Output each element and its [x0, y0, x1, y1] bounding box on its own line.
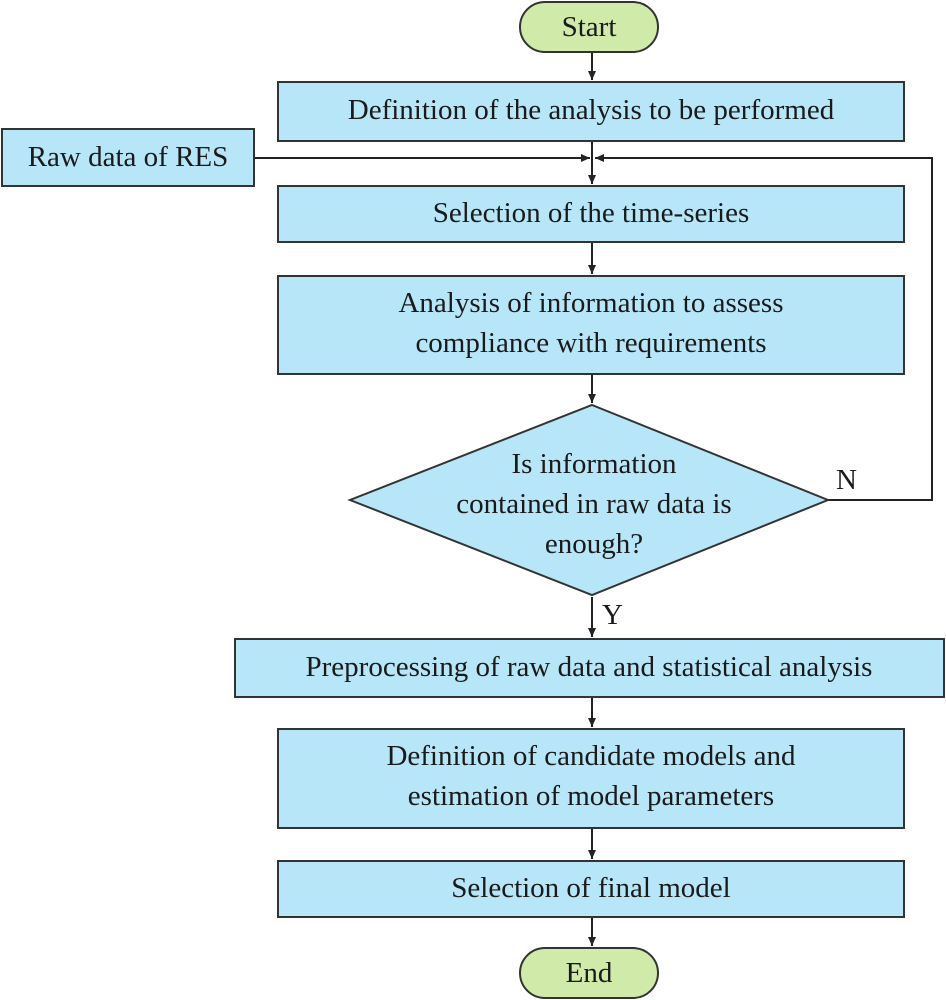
- decision-label-line1: Is information: [511, 448, 677, 480]
- analysis-label-line1: Analysis of information to assess: [398, 287, 783, 319]
- decision-label-line3: enough?: [545, 528, 643, 560]
- branch-no-label: N: [836, 464, 857, 496]
- end-label: End: [566, 957, 613, 989]
- candidate-label-line1: Definition of candidate models and: [386, 740, 796, 772]
- final-model-label: Selection of final model: [451, 872, 730, 904]
- definition-label: Definition of the analysis to be perform…: [348, 94, 835, 126]
- raw-data-label: Raw data of RES: [28, 141, 229, 173]
- raw-data-box: Raw data of RES: [1, 128, 255, 187]
- candidate-label-line2: estimation of model parameters: [408, 780, 774, 812]
- candidate-models-box: Definition of candidate models and estim…: [277, 728, 905, 829]
- analysis-label-line2: compliance with requirements: [415, 327, 766, 359]
- decision-diamond: Is information contained in raw data is …: [347, 403, 831, 597]
- selection-series-box: Selection of the time-series: [277, 185, 905, 243]
- preprocessing-label: Preprocessing of raw data and statistica…: [306, 651, 873, 683]
- end-terminal: End: [519, 947, 659, 999]
- selection-series-label: Selection of the time-series: [433, 197, 749, 229]
- connectors: [254, 52, 933, 946]
- definition-box: Definition of the analysis to be perform…: [277, 81, 905, 142]
- analysis-box: Analysis of information to assess compli…: [277, 275, 905, 375]
- branch-yes-label: Y: [602, 599, 623, 631]
- preprocessing-box: Preprocessing of raw data and statistica…: [234, 638, 945, 698]
- arrow-decision-no-loop: [595, 154, 933, 501]
- start-terminal: Start: [519, 1, 659, 53]
- decision-label-line2: contained in raw data is: [456, 488, 731, 520]
- final-model-box: Selection of final model: [277, 860, 905, 918]
- start-label: Start: [562, 11, 617, 43]
